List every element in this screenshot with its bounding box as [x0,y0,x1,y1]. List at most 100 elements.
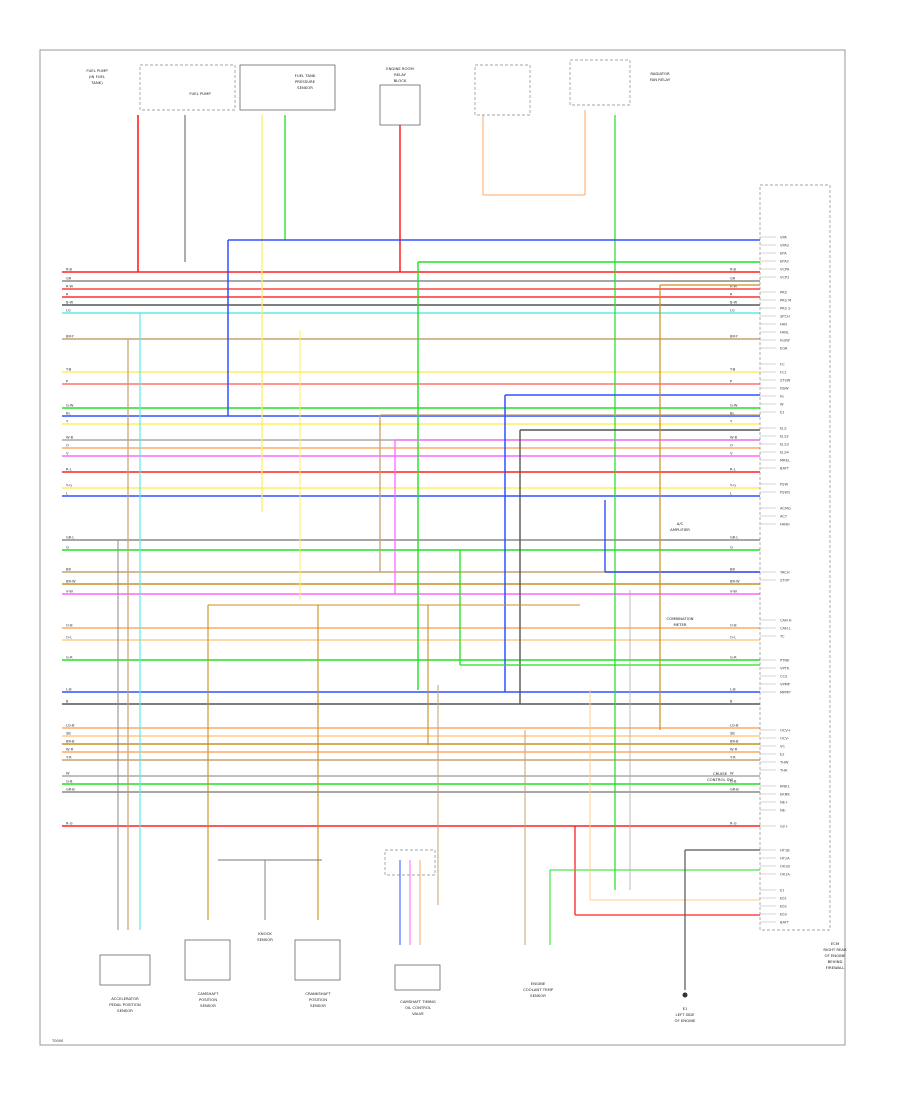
ecm-pin-1: VPA2 [780,244,789,248]
wire-label-end-23: O-B [730,624,737,628]
meter-label-1: COMBINATION [666,616,693,621]
ecm-pin-54: HT1A [780,857,790,861]
wire-label-0: R-B [66,268,73,272]
ecm-pin-40: VPMP [780,683,791,687]
top-mid-label-3: BLOCK [394,78,407,83]
vvt-label-2: OIL CONTROL [405,1005,432,1010]
wire-label-end-34: G-B [730,780,737,784]
ecm-pin-51: NE- [780,809,787,813]
ecm-pin-15: FCL [780,371,787,375]
wire-label-end-36: R-G [730,822,737,826]
wire-label-end-10: BL [730,412,734,416]
wire-label-end-1: GR [730,277,736,281]
cam-label-1: CAMSHAFT [198,991,220,996]
vvt-label-3: VALVE [412,1011,424,1016]
wire-label-end-17: L [730,492,732,496]
wire-label-18: GR-L [66,536,74,540]
ecm-pin-28: PSW2 [780,491,790,495]
wire-label-35: GR-B [66,788,75,792]
knock-label-2: SENSOR [257,937,273,942]
wire-label-end-33: W [730,772,734,776]
wire-label-24: O-L [66,636,72,640]
ecm-pin-19: W [780,403,784,407]
ecm-pin-18: IG [780,395,784,399]
ecm-label-4: BEHIND [828,959,843,964]
ecm-pin-38: VPTK [780,667,790,671]
cruise-label-2: CONTROL SW [707,777,733,782]
ground-point-component: E1 LEFT SIDE OF ENGINE [675,992,696,1023]
ecm-pin-60: E03 [780,913,787,917]
ecm-pin-61: BATT [780,921,790,925]
accel-label-2: PEDAL POSITION [109,1002,141,1007]
ecm-pin-2: EPA [780,252,787,256]
fuel-sender-label-3: SENSOR [297,85,313,90]
wire-label-end-32: Y-R [730,756,736,760]
fuel-sender-label-2: PRESSURE [295,79,316,84]
wire-label-end-9: G-W [730,404,738,408]
fuel-sender-component: FUEL TANK PRESSURE SENSOR [239,64,336,111]
meter-label-2: METER [673,622,686,627]
vertical-runs [117,110,760,990]
ecm-pin-43: OCV- [780,737,790,741]
wire-label-end-30: BR-B [730,740,739,744]
ecm-pin-25: MREL [780,459,790,463]
wire-label-end-12: W-B [730,436,738,440]
wire-label-3: R [66,293,69,297]
wire-label-end-25: G-R [730,656,737,660]
fuel-pump-label-2: (IN FUEL [89,74,106,79]
ecm-pin-17: NSW [780,387,789,391]
knock-sensor-component: KNOCK SENSOR [257,931,273,942]
ecm-pin-3: EPA2 [780,260,789,264]
ect-label-1: ENGINE [531,981,546,986]
cam-label-2: POSITION [199,997,217,1002]
wire-label-28: LG-B [66,724,75,728]
ecm-pin-55: OX1B [780,865,790,869]
ac-amp-label-1: A/C [677,521,684,526]
ecm-pin-8: PRS S [780,307,791,311]
wire-label-27: B [66,700,69,704]
wire-label-30: BR-B [66,740,75,744]
ecm-pin-11: FANL [780,331,789,335]
wire-label-14: V [66,452,69,456]
wire-label-end-27: B [730,700,733,704]
wire-label-25: G-R [66,656,73,660]
wire-label-end-22: V-W [730,590,737,594]
ecm-pin-36: TC [779,635,785,639]
wire-label-12: W-B [66,436,74,440]
ecm-pin-35: CAN L [780,627,791,631]
wire-label-15: R-L [66,468,72,472]
crank-sensor-component: CRANKSHAFT POSITION SENSOR [294,939,341,1008]
wire-label-end-19: G [730,546,733,550]
wire-label-end-5: LG [730,309,735,313]
ecm-pin-59: E02 [780,905,787,909]
ecm-pin-58: E01 [780,897,787,901]
ecm-pin-34: CAN H [780,619,792,623]
fuel-pump-pin-label: FUEL PUMP [189,91,211,96]
ecm-pin-30: ACT [780,515,788,519]
ecm-pin-23: ELS3 [780,443,789,447]
wire-label-29: SB [66,732,71,736]
fuel-pump-label-3: TANK) [90,80,103,85]
ecm-pin-52: G2+ [780,825,788,829]
ect-label-3: SENSOR [530,993,546,998]
wire-label-end-3: R [730,293,733,297]
fuel-pump-label-1: FUEL PUMP [86,68,108,73]
wire-label-end-8: P [730,380,733,384]
wire-label-7: Y-B [66,368,72,372]
ecm-label-5: FIREWALL [826,965,846,970]
wire-label-23: O-B [66,624,73,628]
wire-label-5: LG [66,309,71,313]
ecm-pin-26: BATT [780,467,790,471]
ecm-pin-24: ELS4 [780,451,790,455]
ground-label-1: E1 [683,1006,688,1011]
wire-label-4: B-W [66,301,74,305]
wire-label-16: Y-G [66,484,72,488]
ecm-pin-21: ELS [780,427,787,431]
combination-meter-component: COMBINATION METER [666,616,693,627]
wire-label-end-21: BR-W [730,580,740,584]
ecm-pin-45: E2 [780,753,785,757]
wire-label-20: BR [66,568,71,572]
ecm-pin-31: FANH [780,523,790,527]
wire-label-end-31: W-R [730,748,738,752]
